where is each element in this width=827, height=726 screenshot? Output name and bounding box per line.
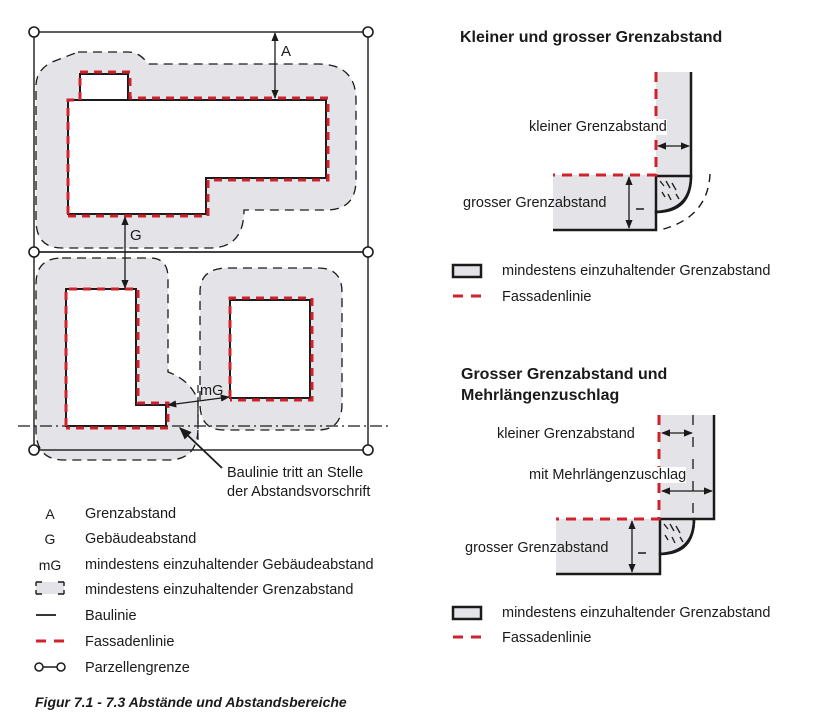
corner-hatch-bottom bbox=[663, 523, 684, 544]
legend-label-parzellengrenze: Parzellengrenze bbox=[85, 660, 190, 676]
note-line-1: Baulinie tritt an Stelle bbox=[227, 465, 364, 481]
baulinie-top bbox=[553, 72, 693, 232]
fassadenlinie-1 bbox=[66, 70, 330, 218]
label-g: G bbox=[130, 227, 142, 244]
legend-label-grenzabstand: Grenzabstand bbox=[85, 506, 177, 522]
legend-symbol-a: A bbox=[45, 506, 55, 522]
legend-label-gebaeudeabstand: Gebäudeabstand bbox=[85, 531, 197, 547]
corner-hatch-top bbox=[659, 180, 680, 201]
legend-label-fassadenlinie: Fassadenlinie bbox=[85, 634, 175, 650]
legend-label-min-gebaeudeabstand: mindestens einzuhaltender Gebäudeabstand bbox=[85, 557, 374, 573]
fassadenlinie-2 bbox=[64, 287, 170, 430]
legend-icons-left bbox=[34, 581, 66, 672]
site-plan bbox=[18, 26, 388, 469]
zone-top-vertical bbox=[656, 72, 691, 176]
note-line-2: der Abstandsvorschrift bbox=[227, 484, 371, 500]
label-a: A bbox=[281, 43, 292, 60]
panel-bottom-drawing bbox=[556, 415, 716, 576]
panel-bottom-label-small: kleiner Grenzabstand bbox=[497, 426, 635, 442]
baulinie-bottom bbox=[556, 415, 716, 576]
zone-bottom-corner bbox=[658, 517, 696, 556]
gray-dashed-box-icon bbox=[35, 581, 65, 595]
panel-bottom-title-line-2: Mehrlängenzuschlag bbox=[461, 387, 620, 404]
legend-symbol-mg: mG bbox=[38, 557, 62, 573]
dimension-arrow-mg bbox=[167, 394, 230, 408]
fassadenlinie-3 bbox=[228, 296, 314, 402]
parcel-boundary bbox=[33, 31, 369, 451]
gray-box-icon bbox=[451, 605, 483, 621]
panel-bottom-label-large: grosser Grenzabstand bbox=[465, 540, 609, 556]
panel-top-title: Kleiner und grosser Grenzabstand bbox=[460, 29, 723, 46]
label-mg: mG bbox=[200, 383, 224, 399]
legend-label-baulinie: Baulinie bbox=[85, 608, 137, 624]
figure-caption: Figur 7.1 - 7.3 Abstände und Abstandsber… bbox=[35, 694, 347, 710]
building-1-annex bbox=[79, 73, 129, 101]
legend-label-min-grenzabstand: mindestens einzuhaltender Grenzabstand bbox=[85, 582, 354, 598]
panel-top-legend-label-zone: mindestens einzuhaltender Grenzabstand bbox=[502, 263, 771, 279]
panel-bottom-legend-label-zone: mindestens einzuhaltender Grenzabstand bbox=[502, 605, 771, 621]
panel-bottom-legend-label-fassade: Fassadenlinie bbox=[502, 630, 592, 646]
panel-bottom-label-extra: mit Mehrlängenzuschlag bbox=[529, 467, 687, 483]
parcel-corner-markers bbox=[28, 26, 374, 456]
legend-symbol-g: G bbox=[44, 531, 56, 547]
fassadenlinie-top bbox=[553, 72, 658, 177]
panel-bottom-title-line-1: Grosser Grenzabstand und bbox=[461, 366, 668, 383]
note-pointer-arrow bbox=[179, 427, 223, 469]
panel-top-label-small: kleiner Grenzabstand bbox=[529, 119, 667, 135]
radius-guide-top bbox=[659, 173, 711, 231]
panel-top-legend-label-fassade: Fassadenlinie bbox=[502, 289, 592, 305]
panel-top-label-large: grosser Grenzabstand bbox=[463, 195, 607, 211]
gray-box-icon bbox=[451, 263, 483, 279]
building-3 bbox=[229, 299, 311, 399]
zone-top-corner bbox=[654, 174, 693, 214]
panel-top-drawing bbox=[553, 72, 711, 232]
legend-icons-bottom bbox=[451, 605, 484, 639]
legend-icons-top bbox=[451, 263, 484, 298]
fassadenlinie-bottom bbox=[556, 415, 661, 521]
parcel-boundary-icon bbox=[34, 662, 66, 672]
